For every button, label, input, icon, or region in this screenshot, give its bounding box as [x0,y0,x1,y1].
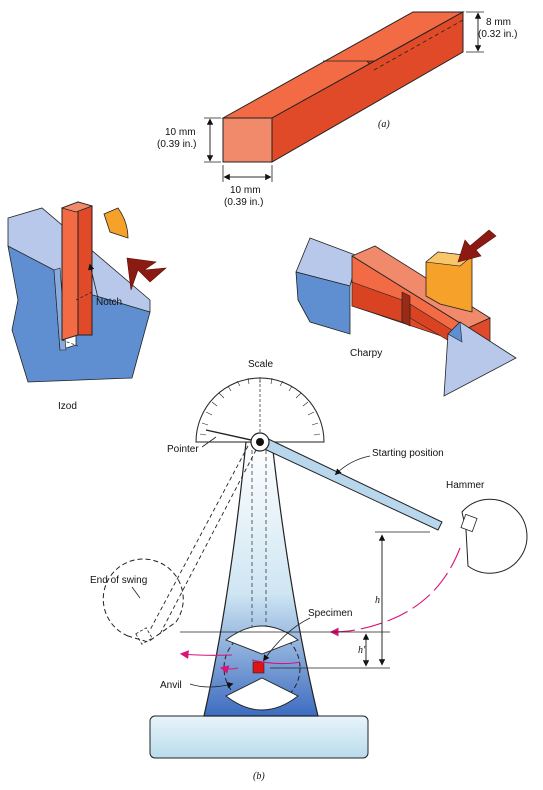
dimension-height: 10 mm (0.39 in.) [157,117,221,163]
caption-b: (b) [253,771,265,782]
height-markers [180,531,430,669]
charpy-notch [401,291,411,327]
dim-depth-in: (0.32 in.) [478,29,517,40]
swing-path-right [329,547,461,637]
dimension-width: 10 mm (0.39 in.) [222,165,273,208]
dim-width-in: (0.39 in.) [224,197,263,208]
izod-specimen-top [60,201,94,213]
izod-specimen-side [77,201,93,336]
hammer-label: Hammer [446,480,485,491]
charpy-title: Charpy [350,348,382,359]
specimen-bar-a [221,11,465,163]
dimension-depth: 8 mm (0.32 in.) [466,11,517,53]
swing-path-exit [179,650,233,659]
izod-setup: Notch [7,201,167,383]
caption-a: (a) [378,119,390,130]
specimen-front-face [222,117,273,163]
anvil-assembly [223,625,301,711]
dim-height-in: (0.39 in.) [157,139,196,150]
machine-base [149,715,369,759]
pointer-label: Pointer [167,444,199,455]
swing-path-left [251,659,301,665]
izod-impact-arrow [126,257,167,291]
anvil-lower [225,677,299,711]
h-label: h [375,595,380,606]
h-prime-label: h' [358,645,366,656]
anvil-label: Anvil [160,680,182,691]
dim-width-mm: 10 mm [230,185,261,196]
end-of-swing-label: End of swing [90,575,147,586]
charpy-setup [295,229,517,397]
izod-title: Izod [58,401,77,412]
anvil-upper [225,625,299,655]
dim-depth-mm: 8 mm [486,17,511,28]
izod-striker [103,207,129,239]
scale-dial [195,377,325,443]
starting-position-label: Starting position [372,448,444,459]
hammer-head [460,498,528,574]
machine-frame [203,441,319,717]
dim-height-mm: 10 mm [165,127,196,138]
scale-label: Scale [248,359,273,370]
charpy-impact-arrow [457,229,497,263]
specimen-block [252,661,265,674]
izod-specimen-front [61,201,79,341]
izod-notch-label: Notch [96,297,122,308]
specimen-label: Specimen [308,608,352,619]
charpy-left-support-body [295,271,351,335]
end-of-swing-pendulum [102,445,257,645]
